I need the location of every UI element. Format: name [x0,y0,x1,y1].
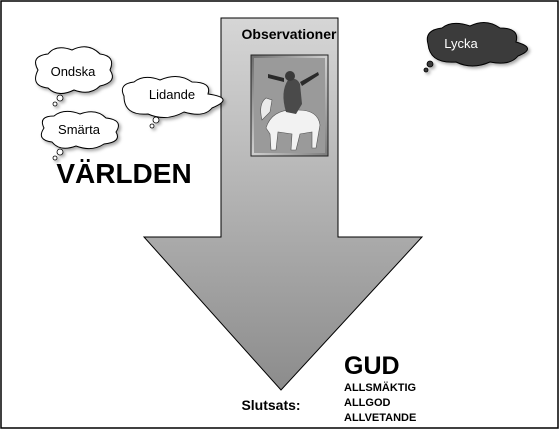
attribute-allvetande: ALLVETANDE [344,412,416,424]
cloud-lycka [423,22,528,73]
attribute-allsmaktig: ALLSMÄKTIG [344,381,416,394]
cloud-smarta [40,110,119,161]
arrow-title: Observationer [242,26,337,42]
world-label: VÄRLDEN [56,158,191,189]
attribute-allgod: ALLGOD [344,397,390,409]
cloud-ondska [35,46,113,107]
conclusion-label: Slutsats: [241,397,300,413]
cloud-smarta-label: Smärta [58,122,101,137]
god-label: GUD [344,352,400,380]
cloud-ondska-label: Ondska [51,64,97,79]
rider-image [250,54,329,157]
cloud-lidande [121,76,224,129]
cloud-lidande-label: Lidande [149,87,195,102]
cloud-lycka-label: Lycka [444,36,478,51]
observation-arrow [142,17,424,391]
